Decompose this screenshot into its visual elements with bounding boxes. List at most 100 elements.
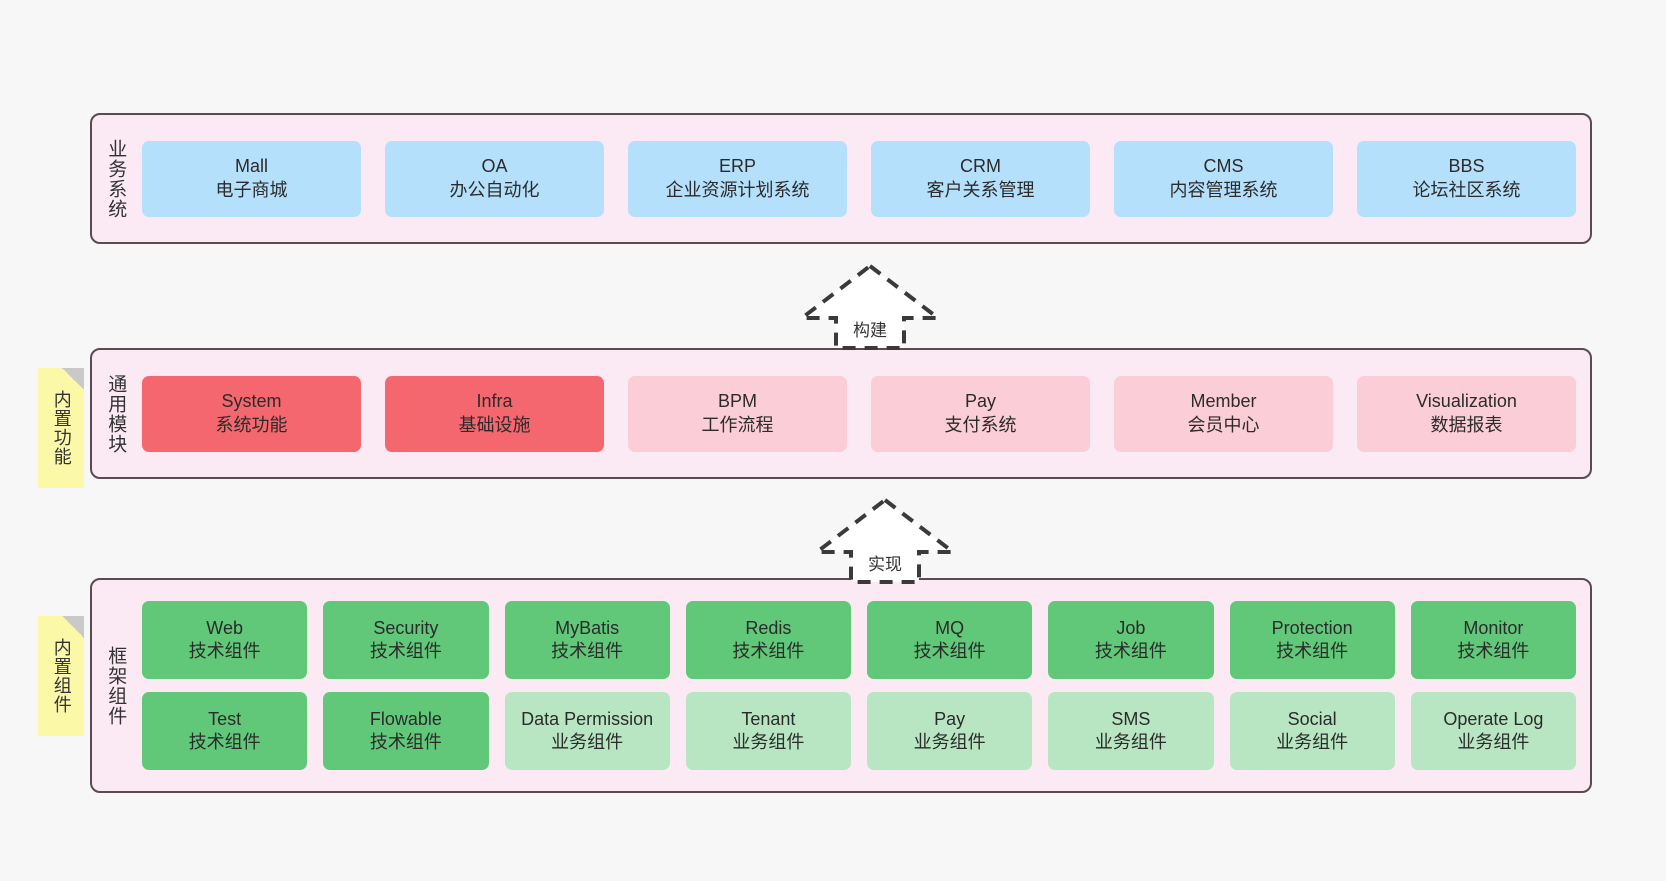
- card-title: Test: [208, 708, 242, 729]
- card-subtitle: 业务组件: [1457, 732, 1530, 752]
- card-subtitle: 业务组件: [732, 732, 805, 752]
- connector-implement-arrow: 实现: [811, 496, 959, 586]
- card-subtitle: 技术组件: [369, 732, 442, 752]
- card-subtitle: 业务组件: [913, 732, 986, 752]
- card-title: Visualization: [1416, 391, 1517, 412]
- card-mybatis[interactable]: MyBatis 技术组件: [504, 601, 670, 679]
- card-subtitle: 客户关系管理: [926, 179, 1035, 200]
- card-infra[interactable]: Infra 基础设施: [385, 375, 604, 452]
- card-title: Job: [1116, 617, 1146, 638]
- card-subtitle: 技术组件: [732, 641, 805, 661]
- card-title: Pay: [934, 708, 966, 729]
- card-pay-business[interactable]: Pay 业务组件: [867, 692, 1033, 770]
- card-subtitle: 论坛社区系统: [1412, 179, 1521, 200]
- layer-body-business-systems: Mall 电子商城 OA 办公自动化 ERP 企业资源计划系统 CRM 客户关系…: [138, 115, 1590, 242]
- card-sms[interactable]: SMS 业务组件: [1048, 692, 1214, 770]
- card-title: Pay: [964, 391, 997, 412]
- card-subtitle: 系统功能: [215, 414, 288, 435]
- card-redis[interactable]: Redis 技术组件: [685, 601, 851, 679]
- connector-build-arrow: 构建: [796, 262, 944, 352]
- card-crm[interactable]: CRM 客户关系管理: [871, 140, 1090, 217]
- layer-business-systems: 业务系统 Mall 电子商城 OA 办公自动化 ERP 企业资源计划系统 CRM…: [90, 113, 1592, 244]
- layer-body-framework-components: Web 技术组件 Security 技术组件 MyBatis 技术组件 Redi…: [138, 580, 1590, 791]
- card-data-permission[interactable]: Data Permission 业务组件: [504, 692, 670, 770]
- card-flowable[interactable]: Flowable 技术组件: [323, 692, 489, 770]
- card-title: OA: [481, 156, 508, 177]
- card-subtitle: 工作流程: [701, 414, 774, 435]
- card-title: SMS: [1111, 708, 1151, 729]
- card-title: Monitor: [1463, 617, 1524, 638]
- card-tenant[interactable]: Tenant 业务组件: [685, 692, 851, 770]
- card-title: Infra: [476, 391, 513, 412]
- card-cms[interactable]: CMS 内容管理系统: [1114, 140, 1333, 217]
- card-subtitle: 业务组件: [551, 732, 624, 752]
- card-social[interactable]: Social 业务组件: [1229, 692, 1395, 770]
- card-mall[interactable]: Mall 电子商城: [142, 140, 361, 217]
- card-title: Mall: [234, 156, 268, 177]
- layer-title-framework-components: 框架组件: [105, 645, 127, 726]
- card-subtitle: 数据报表: [1430, 414, 1503, 435]
- card-title: Redis: [745, 617, 792, 638]
- card-bbs[interactable]: BBS 论坛社区系统: [1357, 140, 1576, 217]
- card-title: Data Permission: [521, 708, 654, 729]
- note-label: 内置组件: [51, 638, 72, 714]
- card-subtitle: 技术组件: [369, 641, 442, 661]
- card-test[interactable]: Test 技术组件: [142, 692, 308, 770]
- card-subtitle: 基础设施: [458, 414, 531, 435]
- card-row: Web 技术组件 Security 技术组件 MyBatis 技术组件 Redi…: [142, 601, 1576, 679]
- card-title: Social: [1287, 708, 1337, 729]
- card-operate-log[interactable]: Operate Log 业务组件: [1410, 692, 1576, 770]
- card-monitor[interactable]: Monitor 技术组件: [1410, 601, 1576, 679]
- card-erp[interactable]: ERP 企业资源计划系统: [628, 140, 847, 217]
- card-title: Tenant: [741, 708, 796, 729]
- card-title: MQ: [935, 617, 965, 638]
- card-title: Web: [206, 617, 243, 638]
- card-subtitle: 技术组件: [188, 732, 261, 752]
- card-subtitle: 技术组件: [188, 641, 261, 661]
- card-subtitle: 内容管理系统: [1169, 179, 1278, 200]
- card-subtitle: 支付系统: [944, 414, 1017, 435]
- card-subtitle: 业务组件: [1276, 732, 1349, 752]
- card-title: Flowable: [369, 708, 442, 729]
- layer-body-common-modules: System 系统功能 Infra 基础设施 BPM 工作流程 Pay 支付系统…: [138, 350, 1590, 477]
- layer-common-modules: 通用模块 System 系统功能 Infra 基础设施 BPM 工作流程 Pay…: [90, 348, 1592, 479]
- card-title: BBS: [1448, 156, 1485, 177]
- card-title: Security: [373, 617, 439, 638]
- card-security[interactable]: Security 技术组件: [323, 601, 489, 679]
- card-mq[interactable]: MQ 技术组件: [867, 601, 1033, 679]
- card-system[interactable]: System 系统功能: [142, 375, 361, 452]
- card-pay[interactable]: Pay 支付系统: [871, 375, 1090, 452]
- card-title: ERP: [718, 156, 756, 177]
- card-title: Protection: [1271, 617, 1353, 638]
- note-builtin-components: 内置组件: [38, 616, 84, 736]
- card-subtitle: 技术组件: [551, 641, 624, 661]
- card-row: Mall 电子商城 OA 办公自动化 ERP 企业资源计划系统 CRM 客户关系…: [142, 140, 1576, 217]
- card-subtitle: 技术组件: [913, 641, 986, 661]
- card-row: System 系统功能 Infra 基础设施 BPM 工作流程 Pay 支付系统…: [142, 375, 1576, 452]
- card-title: BPM: [717, 391, 757, 412]
- card-web[interactable]: Web 技术组件: [142, 601, 308, 679]
- card-subtitle: 办公自动化: [449, 179, 540, 200]
- card-subtitle: 会员中心: [1187, 414, 1260, 435]
- card-title: Member: [1190, 391, 1257, 412]
- card-protection[interactable]: Protection 技术组件: [1229, 601, 1395, 679]
- card-row: Test 技术组件 Flowable 技术组件 Data Permission …: [142, 692, 1576, 770]
- card-title: MyBatis: [555, 617, 620, 638]
- card-subtitle: 业务组件: [1094, 732, 1167, 752]
- card-member[interactable]: Member 会员中心: [1114, 375, 1333, 452]
- card-job[interactable]: Job 技术组件: [1048, 601, 1214, 679]
- card-title: System: [221, 391, 282, 412]
- layer-title-business-systems: 业务系统: [105, 138, 127, 219]
- card-subtitle: 电子商城: [215, 179, 288, 200]
- card-subtitle: 技术组件: [1457, 641, 1530, 661]
- layer-title-common-modules: 通用模块: [105, 373, 127, 454]
- card-visualization[interactable]: Visualization 数据报表: [1357, 375, 1576, 452]
- note-label: 内置功能: [51, 390, 72, 466]
- card-title: Operate Log: [1443, 708, 1544, 729]
- card-subtitle: 技术组件: [1094, 641, 1167, 661]
- card-oa[interactable]: OA 办公自动化: [385, 140, 604, 217]
- card-bpm[interactable]: BPM 工作流程: [628, 375, 847, 452]
- card-title: CMS: [1203, 156, 1244, 177]
- card-subtitle: 企业资源计划系统: [665, 179, 810, 200]
